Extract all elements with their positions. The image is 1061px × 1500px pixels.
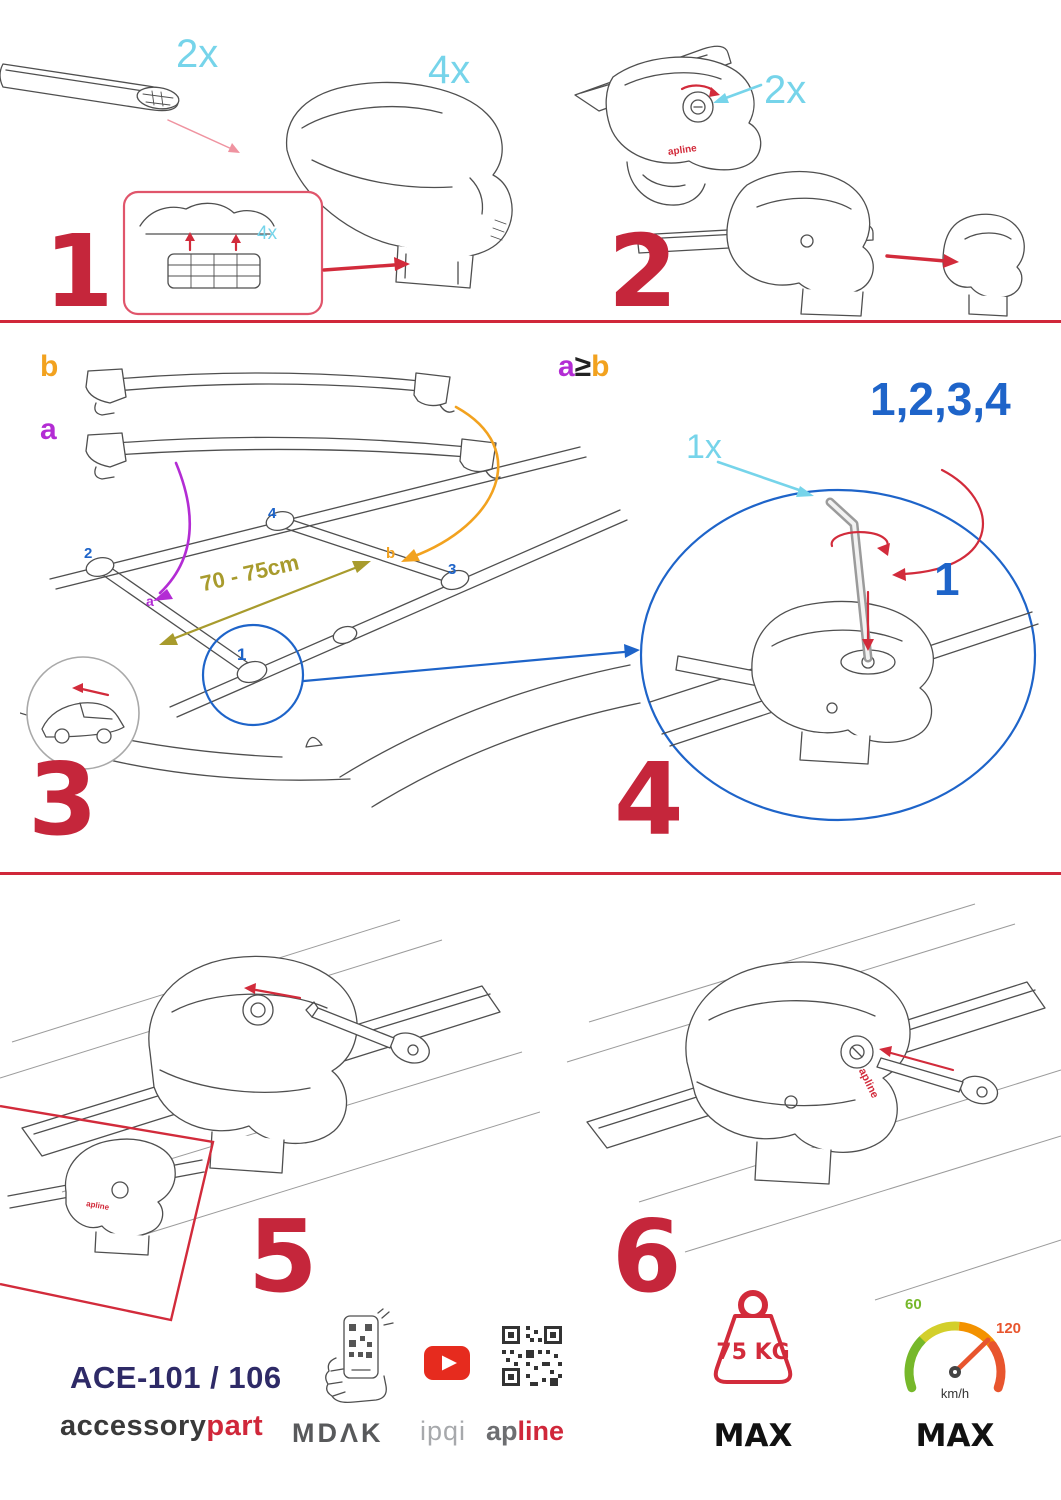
max-weight-icon [713, 1290, 793, 1384]
allen-key-quantity: 1x [686, 428, 722, 466]
key-icon [305, 1001, 430, 1064]
roof-position-3: 3 [448, 561, 457, 578]
step1-pad-quantity: 4x [257, 223, 278, 244]
step4-number: 4 [614, 741, 684, 858]
step2-illustration [574, 45, 1025, 317]
rule-a: a [558, 350, 575, 383]
apline-gray: ap [486, 1416, 518, 1446]
speed-unit-label: km/h [940, 1386, 970, 1401]
max-speed-label: MAX [915, 1418, 995, 1454]
crossbar-a [85, 432, 501, 480]
crossbar-b [85, 368, 455, 416]
step6-number: 6 [612, 1198, 682, 1315]
qr-code-icon [502, 1326, 562, 1386]
brand-black: accessory [60, 1410, 207, 1442]
speed-high-label: 120 [996, 1320, 1022, 1337]
lock-cylinder-icon [840, 1035, 874, 1069]
step5-number: 5 [248, 1198, 318, 1315]
car-inset [26, 656, 140, 770]
ipqi-logo: ipqi [420, 1416, 467, 1446]
phone-qr-icon [325, 1308, 394, 1404]
roof-position-2: 2 [84, 545, 93, 562]
zoom-ellipse [639, 488, 1037, 822]
lock-cylinder-icon [682, 91, 714, 123]
youtube-icon [424, 1346, 470, 1380]
step2-number: 2 [608, 213, 678, 330]
tighten-sequence: 1,2,3,4 [870, 373, 1011, 425]
apline-red: line [517, 1416, 565, 1446]
step1-foot-quantity: 4x [428, 48, 471, 92]
step1-number: 1 [44, 213, 114, 330]
step3-illustration [20, 368, 641, 808]
mdak-logo: MDΛK [292, 1418, 384, 1448]
speedometer-icon [904, 1321, 1006, 1393]
rule-operator: ≥ [574, 350, 592, 383]
step1-illustration [0, 63, 513, 316]
roof-bar-a-label: a [146, 593, 154, 609]
key-icon [876, 1057, 999, 1105]
detail-inset [0, 1104, 215, 1322]
bar-b-label: b [40, 350, 59, 383]
step1-bar-quantity: 2x [176, 32, 219, 76]
section-divider-1 [0, 320, 1061, 323]
lock-cylinder-icon [242, 994, 274, 1026]
step4-illustration [639, 460, 1039, 822]
brand-red: part [206, 1410, 264, 1442]
step2-lock-quantity: 2x [764, 68, 807, 112]
rubber-pad-inset [122, 190, 324, 316]
step3-number: 3 [28, 741, 98, 858]
max-weight-value: 75 KG [716, 1340, 790, 1365]
first-position: 1 [934, 553, 960, 605]
max-weight-label: MAX [713, 1418, 793, 1454]
step6-illustration [566, 903, 1061, 1301]
crossbar [0, 63, 180, 112]
zoom-circle [201, 623, 305, 727]
allen-key-icon [825, 497, 873, 663]
rule-b: b [591, 350, 610, 383]
apline-logo: apline [486, 1416, 564, 1447]
foot-cover [942, 213, 1025, 317]
section-divider-2 [0, 872, 1061, 875]
step5-illustration [0, 919, 540, 1322]
foot-clamp [285, 81, 513, 289]
roof-position-1: 1 [237, 645, 247, 664]
model-number: ACE-101 / 106 [70, 1360, 282, 1395]
bar-a-label: a [40, 413, 57, 446]
length-rule: a≥b [558, 352, 609, 382]
brand-logo: accessorypart [60, 1410, 263, 1443]
roof-bar-b-label: b [386, 545, 396, 562]
speed-low-label: 60 [905, 1296, 922, 1313]
roof-position-4: 4 [268, 505, 277, 522]
